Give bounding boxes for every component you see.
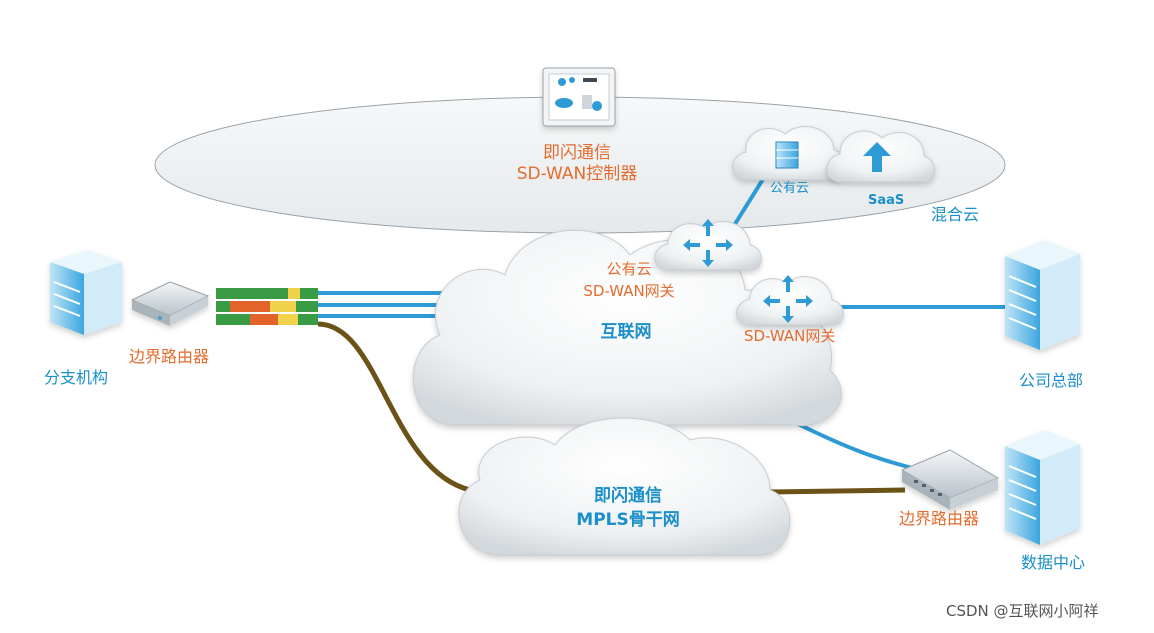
headquarters-server-icon	[1005, 240, 1080, 350]
mpls-label-line2: MPLS骨干网	[576, 510, 680, 530]
hybrid-cloud-label: 混合云	[931, 205, 980, 224]
cloud-gateway-router-icon	[683, 219, 733, 267]
branch-router-icon	[130, 281, 210, 326]
internet-link-datacenter	[789, 418, 921, 472]
saas-label: SaaS	[868, 193, 905, 208]
cloud-gateway-label-line2: SD-WAN网关	[583, 282, 675, 300]
mpls-label-line1: 即闪通信	[594, 486, 662, 506]
datacenter-label: 数据中心	[1021, 553, 1086, 572]
internet-cloud	[412, 229, 842, 427]
datacenter-server-icon	[1005, 430, 1080, 545]
cloud-gateway-label-line1: 公有云	[606, 260, 652, 278]
public-cloud-gateway-cloud	[654, 221, 762, 271]
datacenter-router-label: 边界路由器	[899, 509, 980, 528]
mpls-link-branch	[317, 321, 471, 493]
mpls-cloud	[458, 417, 791, 556]
internet-label: 互联网	[600, 322, 652, 342]
controller-label-line2: SD-WAN控制器	[516, 164, 638, 184]
mpls-link-datacenter	[769, 487, 906, 495]
hq-gateway-router-icon	[763, 275, 813, 323]
traffic-bars-icon	[216, 288, 318, 325]
branch-router-label: 边界路由器	[129, 347, 210, 366]
hq-gateway-label: SD-WAN网关	[744, 327, 836, 345]
branch-label: 分支机构	[44, 368, 109, 387]
saas-upload-icon	[863, 142, 891, 172]
branch-server-icon	[50, 250, 122, 335]
controller-screen-icon	[542, 67, 616, 127]
controller-label-line1: 即闪通信	[543, 143, 611, 163]
public-cloud-server-icon	[775, 141, 799, 169]
headquarters-label: 公司总部	[1019, 371, 1084, 390]
hybrid-public-cloud-label: 公有云	[770, 181, 810, 196]
datacenter-router-icon	[900, 449, 1000, 510]
watermark: CSDN @互联网小阿祥	[946, 602, 1099, 620]
